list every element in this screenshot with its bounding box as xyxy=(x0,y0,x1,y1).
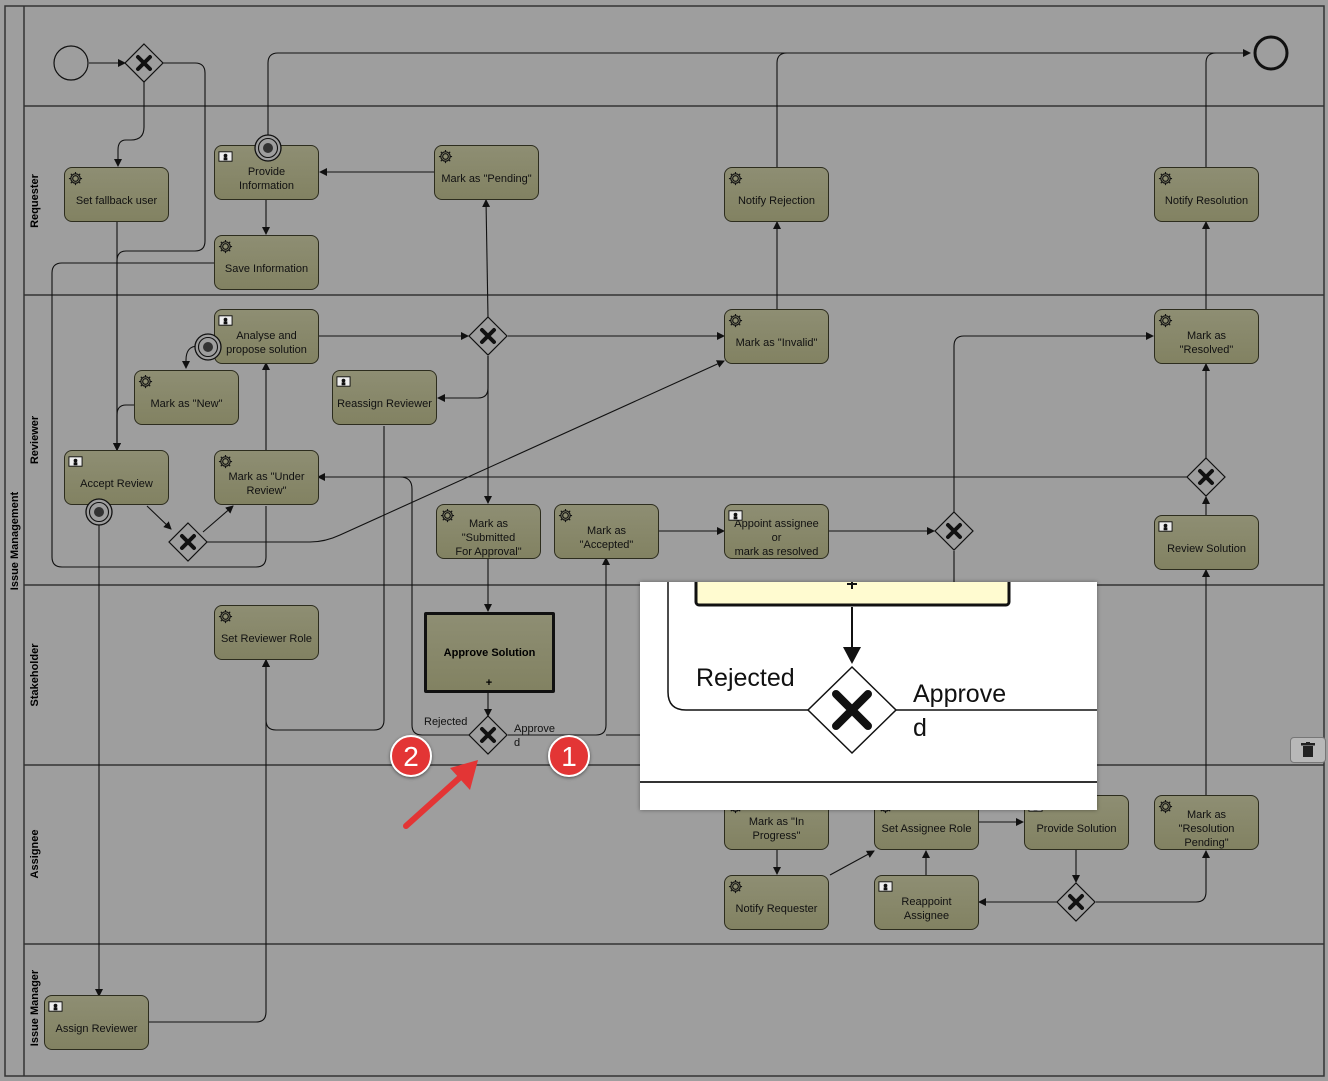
flow-label-approved-wrap: d xyxy=(514,737,521,749)
task-analyse-propose-solution[interactable]: Analyse and propose solution xyxy=(214,309,319,364)
user-icon xyxy=(728,508,743,523)
flow-label-rejected: Rejected xyxy=(424,716,468,728)
task-label: Provide Solution xyxy=(1036,822,1117,835)
user-icon xyxy=(68,454,83,469)
subprocess-approve-solution[interactable]: Approve Solution + xyxy=(424,612,555,693)
task-accept-review[interactable]: Accept Review xyxy=(64,450,169,505)
task-label: Set Assignee Role xyxy=(881,822,972,835)
task-reassign-reviewer[interactable]: Reassign Reviewer xyxy=(332,370,437,425)
task-label: Notify Resolution xyxy=(1164,194,1249,207)
gear-icon xyxy=(728,171,743,186)
gear-icon xyxy=(218,454,233,469)
gear-icon xyxy=(440,508,455,523)
gear-icon xyxy=(558,508,573,523)
task-label: Appoint assignee or mark as resolved xyxy=(734,517,819,558)
user-icon xyxy=(48,999,63,1014)
task-label: Save Information xyxy=(224,262,309,275)
task-mark-under-review[interactable]: Mark as "Under Review" xyxy=(214,450,319,505)
task-label: Accept Review xyxy=(80,477,153,490)
trash-icon[interactable] xyxy=(1290,737,1326,763)
task-label: Mark as "Pending" xyxy=(441,172,532,185)
task-label: Mark as "Resolution Pending" xyxy=(1178,808,1235,849)
task-review-solution[interactable]: Review Solution xyxy=(1154,515,1259,570)
task-set-reviewer-role[interactable]: Set Reviewer Role xyxy=(214,605,319,660)
task-mark-resolution-pending[interactable]: Mark as "Resolution Pending" xyxy=(1154,795,1259,850)
task-label: Notify Rejection xyxy=(737,194,816,207)
task-label: Mark as "In Progress" xyxy=(748,815,805,842)
task-label: Mark as "Invalid" xyxy=(735,336,818,349)
task-label: Mark as "Resolved" xyxy=(1179,329,1234,356)
task-label: Mark as "Submitted For Approval" xyxy=(455,517,522,558)
task-label: Reappoint Assignee xyxy=(901,895,952,922)
gear-icon xyxy=(728,313,743,328)
user-icon xyxy=(1158,519,1173,534)
gear-icon xyxy=(1158,313,1173,328)
gear-icon xyxy=(1158,171,1173,186)
zoom-inset-drawing xyxy=(640,582,1097,783)
user-icon xyxy=(336,374,351,389)
gear-icon xyxy=(728,879,743,894)
task-label: Notify Requester xyxy=(735,902,818,915)
callout-badge-two: 2 xyxy=(390,735,432,777)
expand-marker-icon[interactable]: + xyxy=(485,677,493,689)
gear-icon xyxy=(438,149,453,164)
task-assign-reviewer[interactable]: Assign Reviewer xyxy=(44,995,149,1050)
arrow-icon xyxy=(403,760,478,829)
task-mark-submitted-for-approval[interactable]: Mark as "Submitted For Approval" xyxy=(436,504,541,559)
callout-badge-one: 1 xyxy=(548,735,590,777)
task-reappoint-assignee[interactable]: Reappoint Assignee xyxy=(874,875,979,930)
task-label: Set Reviewer Role xyxy=(220,632,313,645)
gear-icon xyxy=(218,239,233,254)
task-label: Review Solution xyxy=(1167,542,1246,555)
user-icon xyxy=(218,149,233,164)
zoom-label-rejected: Rejected xyxy=(696,664,795,692)
task-label: Set fallback user xyxy=(75,194,158,207)
task-label: Provide Information xyxy=(238,165,295,192)
task-label: Mark as "Under Review" xyxy=(228,470,305,497)
task-notify-resolution[interactable]: Notify Resolution xyxy=(1154,167,1259,222)
user-icon xyxy=(878,879,893,894)
task-label: Reassign Reviewer xyxy=(337,397,432,410)
gear-icon xyxy=(1158,799,1173,814)
user-icon xyxy=(218,313,233,328)
task-label: Analyse and propose solution xyxy=(226,329,307,356)
task-mark-resolved[interactable]: Mark as "Resolved" xyxy=(1154,309,1259,364)
zoom-gateway-icon xyxy=(806,665,898,755)
gear-icon xyxy=(68,171,83,186)
task-set-fallback-user[interactable]: Set fallback user xyxy=(64,167,169,222)
zoom-subprocess-shape xyxy=(694,582,1011,607)
task-mark-invalid[interactable]: Mark as "Invalid" xyxy=(724,309,829,364)
task-mark-new[interactable]: Mark as "New" xyxy=(134,370,239,425)
task-label: Assign Reviewer xyxy=(55,1022,138,1035)
task-appoint-assignee[interactable]: Appoint assignee or mark as resolved xyxy=(724,504,829,559)
task-notify-rejection[interactable]: Notify Rejection xyxy=(724,167,829,222)
task-label: Mark as "Accepted" xyxy=(579,524,634,551)
task-mark-accepted[interactable]: Mark as "Accepted" xyxy=(554,504,659,559)
task-provide-information[interactable]: Provide Information xyxy=(214,145,319,200)
flow-label-approved: Approve xyxy=(514,723,555,735)
task-notify-requester[interactable]: Notify Requester xyxy=(724,875,829,930)
subprocess-label: Approve Solution xyxy=(443,646,536,659)
task-save-information[interactable]: Save Information xyxy=(214,235,319,290)
task-mark-pending[interactable]: Mark as "Pending" xyxy=(434,145,539,200)
zoom-label-approved: Approve xyxy=(913,680,1007,708)
gear-icon xyxy=(218,609,233,624)
zoom-inset: Rejected Approve d xyxy=(640,582,1097,810)
task-label: Mark as "New" xyxy=(150,397,223,410)
gear-icon xyxy=(138,374,153,389)
zoom-label-approved-wrap: d xyxy=(913,714,927,742)
